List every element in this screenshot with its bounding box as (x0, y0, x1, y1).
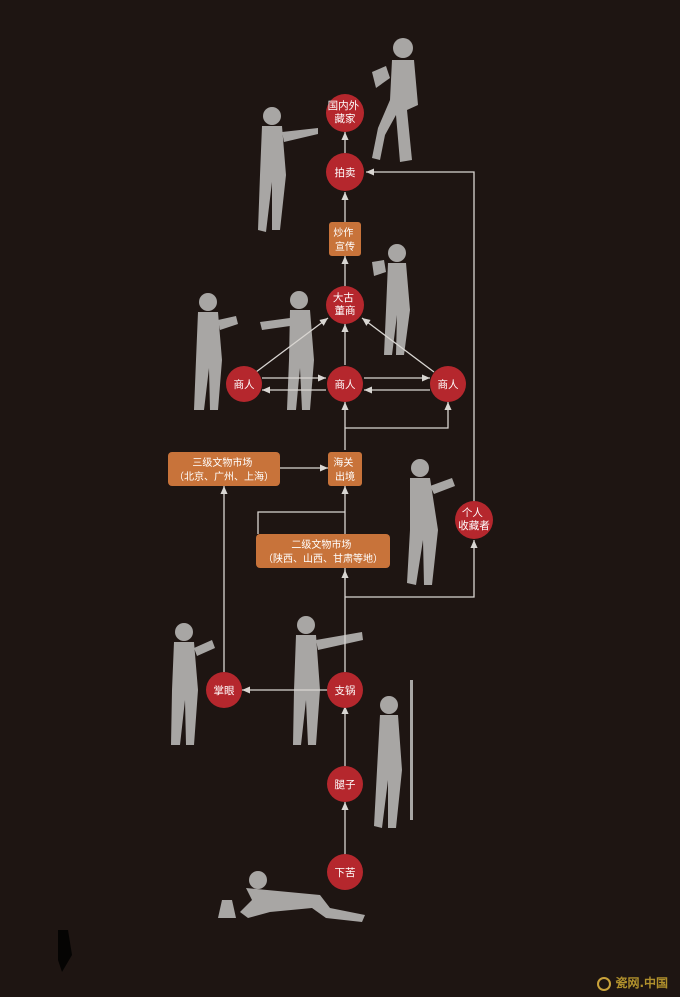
node-collectors-intl-label: 国内外 藏家 (328, 99, 363, 125)
node-private-collector: 个人 收藏者 (455, 501, 493, 539)
connectors (220, 132, 478, 856)
node-tertiary-market: 三级文物市场 （北京、广州、上海） (168, 452, 280, 486)
node-big-dealer-label: 大古 董商 (333, 291, 357, 317)
figure-trader-center (260, 291, 314, 410)
node-secondary-market: 二级文物市场 （陕西、山西、甘肃等地） (256, 534, 390, 568)
node-hype-label: 炒作 宣传 (333, 227, 356, 253)
node-private-collector-label: 个人 收藏者 (458, 507, 490, 532)
node-appraiser: 掌眼 (206, 672, 242, 708)
node-financier-label: 支锅 (335, 685, 356, 697)
node-big-dealer: 大古 董商 (326, 286, 364, 324)
small-figure-mark (58, 930, 72, 972)
figure-auction-pointer (258, 107, 318, 232)
node-dealer-left-label: 商人 (234, 378, 255, 391)
node-dealer-mid: 商人 (327, 366, 363, 402)
node-collectors-intl: 国内外 藏家 (326, 94, 364, 132)
node-digger: 下苦 (327, 854, 363, 890)
figure-digger-crawling (218, 871, 365, 922)
node-auction-label: 拍卖 (335, 166, 356, 179)
figure-lookout-with-pole (374, 680, 413, 828)
node-lookout: 腿子 (327, 766, 363, 802)
node-dealer-left: 商人 (226, 366, 262, 402)
figure-private-collector (407, 459, 455, 585)
node-customs-label: 海关 出境 (333, 456, 356, 483)
node-dealer-mid-label: 商人 (335, 378, 356, 391)
node-financier: 支锅 (327, 672, 363, 708)
node-auction: 拍卖 (326, 153, 364, 191)
watermark-text: 瓷网.中国 (615, 976, 668, 990)
figure-appraiser (171, 623, 215, 745)
node-lookout-label: 腿子 (335, 779, 356, 791)
node-dealer-right: 商人 (430, 366, 466, 402)
node-secondary-market-label: 二级文物市场 （陕西、山西、甘肃等地） (263, 538, 383, 565)
node-appraiser-label: 掌眼 (214, 684, 235, 697)
figure-collector-holding-statue (372, 38, 418, 162)
node-dealer-right-label: 商人 (438, 378, 459, 391)
node-hype: 炒作 宣传 (329, 222, 361, 256)
node-digger-label: 下苦 (335, 866, 356, 879)
watermark: 瓷网.中国 (597, 974, 668, 991)
figure-trader-left (194, 293, 238, 410)
figure-dealer-holding-statue (372, 244, 410, 355)
node-customs: 海关 出境 (328, 452, 362, 486)
logo-icon (597, 976, 612, 991)
node-tertiary-market-label: 三级文物市场 （北京、广州、上海） (174, 456, 274, 483)
